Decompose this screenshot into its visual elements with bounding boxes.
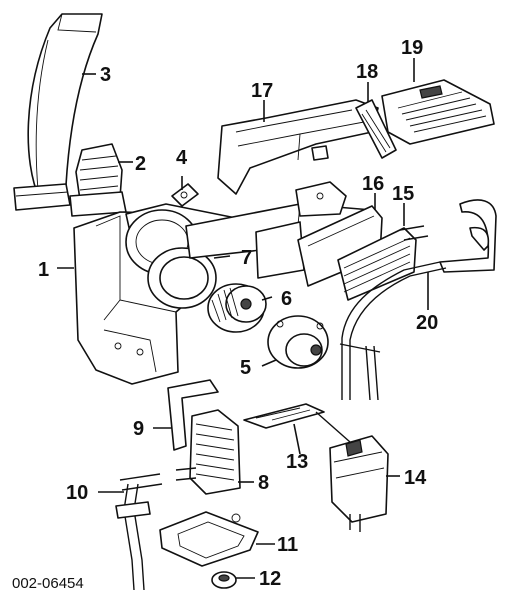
callout-18: 18 xyxy=(356,61,378,83)
part-3-air-duct xyxy=(13,13,103,211)
leader-lines xyxy=(57,58,429,579)
part-19-defroster-grille xyxy=(381,79,495,145)
part-16-heater-case xyxy=(297,205,383,287)
part-13-link-lever xyxy=(243,403,351,443)
callout-12: 12 xyxy=(259,568,281,590)
callout-10: 10 xyxy=(66,482,88,504)
part-11-drain-pan xyxy=(159,511,259,567)
part-7-ring xyxy=(147,247,217,309)
callout-14: 14 xyxy=(404,467,427,489)
part-12-grommet xyxy=(211,571,237,589)
callout-labels: 1 2 3 4 5 6 7 8 9 10 11 12 13 14 15 16 1… xyxy=(12,37,438,592)
callout-8: 8 xyxy=(258,472,269,494)
callout-20: 20 xyxy=(416,312,438,334)
callout-15: 15 xyxy=(392,183,414,205)
part-14-actuator xyxy=(329,435,389,532)
callout-3: 3 xyxy=(100,64,111,86)
callout-1: 1 xyxy=(38,259,49,281)
part-5-blower-motor xyxy=(267,315,329,369)
part-20-hoses xyxy=(339,199,497,401)
part-4-bracket xyxy=(171,183,199,207)
diagram-code: 002-06454 xyxy=(12,575,84,592)
part-18-grille xyxy=(355,99,397,159)
callout-16: 16 xyxy=(362,173,384,195)
part-2-outlet-grille xyxy=(69,143,127,217)
part-8-evaporator-core xyxy=(175,409,241,495)
callout-11: 11 xyxy=(277,534,298,556)
part-9-seal xyxy=(167,379,219,451)
part-17-upper-duct xyxy=(217,99,379,195)
part-6-blower-wheel xyxy=(207,283,267,333)
callout-17: 17 xyxy=(251,80,273,102)
case-upper-section xyxy=(185,181,381,279)
callout-4: 4 xyxy=(176,147,188,169)
callout-6: 6 xyxy=(281,288,292,310)
callout-5: 5 xyxy=(240,357,251,379)
callout-7: 7 xyxy=(241,247,252,269)
part-15-heater-core xyxy=(337,225,429,301)
callout-13: 13 xyxy=(286,451,308,473)
callout-9: 9 xyxy=(133,418,144,440)
callout-2: 2 xyxy=(135,153,146,175)
part-10-tubes xyxy=(115,473,163,591)
callout-19: 19 xyxy=(401,37,423,59)
